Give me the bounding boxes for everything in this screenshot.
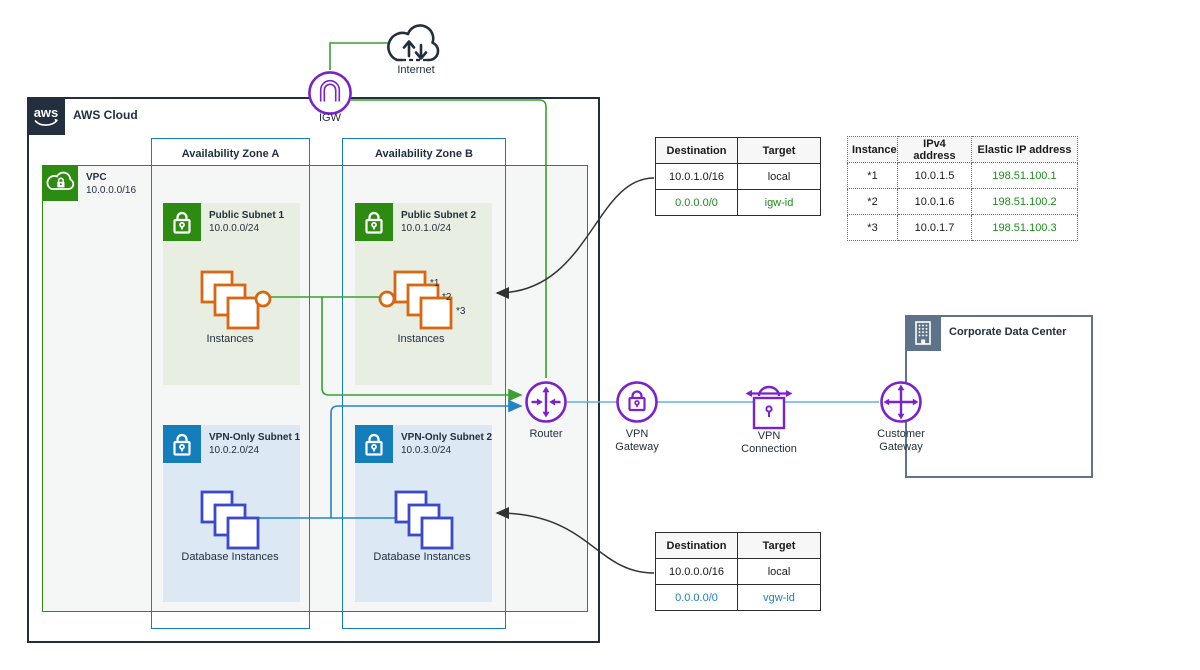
database-instances-icon-subnet1	[200, 490, 260, 550]
table-cell: local	[737, 163, 821, 190]
availability-zone-a-container	[151, 138, 310, 629]
table-cell: 198.51.100.1	[971, 162, 1078, 189]
table-cell: *3	[847, 214, 898, 241]
table-cell: local	[737, 558, 821, 585]
vpc-label: VPC	[86, 172, 107, 183]
customer-gateway-icon	[880, 381, 922, 423]
table-header-cell: Target	[737, 137, 821, 164]
availability-zone-a-label: Availability Zone A	[181, 148, 280, 160]
instances-icon-subnet2: *1 *2 *3	[378, 270, 466, 330]
customer-gateway-label: Customer Gateway	[877, 428, 925, 453]
table-cell: 10.0.1.7	[897, 214, 972, 241]
aws-logo-text: aws	[34, 105, 59, 120]
instances-icon-subnet1	[200, 270, 272, 330]
vpn-gateway-icon	[616, 381, 658, 423]
aws-cloud-label: AWS Cloud	[73, 108, 138, 122]
public-subnet-2-cidr: 10.0.1.0/24	[401, 223, 452, 234]
public-subnet-1-title: Public Subnet 1	[209, 210, 285, 221]
table-header-cell: Elastic IP address	[971, 136, 1078, 163]
vpn-subnet-1-title: VPN-Only Subnet 1	[209, 432, 301, 443]
vpc-icon	[42, 165, 78, 201]
vpn-subnet-1-lock-icon	[163, 425, 201, 463]
table-header-cell: Target	[737, 532, 821, 559]
instance-annotation-1: *1	[430, 278, 440, 289]
table-cell: 198.51.100.2	[971, 188, 1078, 215]
availability-zone-b-label: Availability Zone B	[374, 148, 473, 160]
db-to-router-line	[330, 399, 523, 518]
public-subnet-2-title: Public Subnet 2	[401, 210, 477, 221]
availability-zone-b-container	[342, 138, 506, 629]
instances-to-router-line	[321, 297, 523, 402]
public-route-table-arrow	[495, 177, 655, 299]
table-cell: igw-id	[737, 189, 821, 216]
table-cell: 10.0.1.5	[897, 162, 972, 189]
db-instances-label-subnet1: Database Instances	[181, 551, 279, 563]
vpn-subnet-1-cidr: 10.0.2.0/24	[209, 445, 260, 456]
public-subnet-1-cidr: 10.0.0.0/24	[209, 223, 260, 234]
internet-label: Internet	[397, 64, 435, 76]
table-cell: vgw-id	[737, 584, 821, 611]
internet-cloud-icon	[387, 24, 440, 62]
vpn-route-table-arrow	[495, 507, 655, 574]
vpn-connection-icon	[745, 385, 793, 430]
vpc-container	[42, 165, 588, 612]
table-cell: 0.0.0.0/0	[655, 584, 738, 611]
instances-label-subnet2: Instances	[397, 333, 445, 345]
vpc-cidr: 10.0.0.0/16	[86, 185, 137, 196]
database-instances-icon-subnet2	[394, 490, 454, 550]
table-header-cell: Destination	[655, 137, 738, 164]
corporate-building-icon	[905, 315, 941, 351]
instance-annotation-3: *3	[456, 306, 466, 317]
table-header-cell: IPv4 address	[897, 136, 972, 163]
instance-annotation-2: *2	[442, 292, 452, 303]
igw-to-router-line	[351, 99, 547, 378]
table-cell: 10.0.1.0/16	[655, 163, 738, 190]
public-subnet-2-lock-icon	[355, 203, 393, 241]
vpn-connection-label: VPN Connection	[741, 430, 797, 455]
corporate-data-center-label: Corporate Data Center	[949, 326, 1067, 338]
table-header-cell: Instance	[847, 136, 898, 163]
internet-gateway-icon	[308, 71, 352, 115]
table-header-cell: Destination	[655, 532, 738, 559]
table-cell: 0.0.0.0/0	[655, 189, 738, 216]
vpn-subnet-2-cidr: 10.0.3.0/24	[401, 445, 452, 456]
vpn-subnet-2-lock-icon	[355, 425, 393, 463]
db-instances-label-subnet2: Database Instances	[373, 551, 471, 563]
internet-to-igw-line	[329, 42, 388, 70]
public-subnet-1-lock-icon	[163, 203, 201, 241]
router-label: Router	[529, 428, 563, 440]
aws-logo: aws	[27, 97, 65, 135]
igw-label: IGW	[319, 112, 341, 124]
instances-label-subnet1: Instances	[206, 333, 254, 345]
vpn-subnet-2-title: VPN-Only Subnet 2	[401, 432, 493, 443]
table-cell: 198.51.100.3	[971, 214, 1078, 241]
router-icon	[525, 381, 567, 423]
vpn-gateway-label: VPN Gateway	[615, 428, 659, 453]
